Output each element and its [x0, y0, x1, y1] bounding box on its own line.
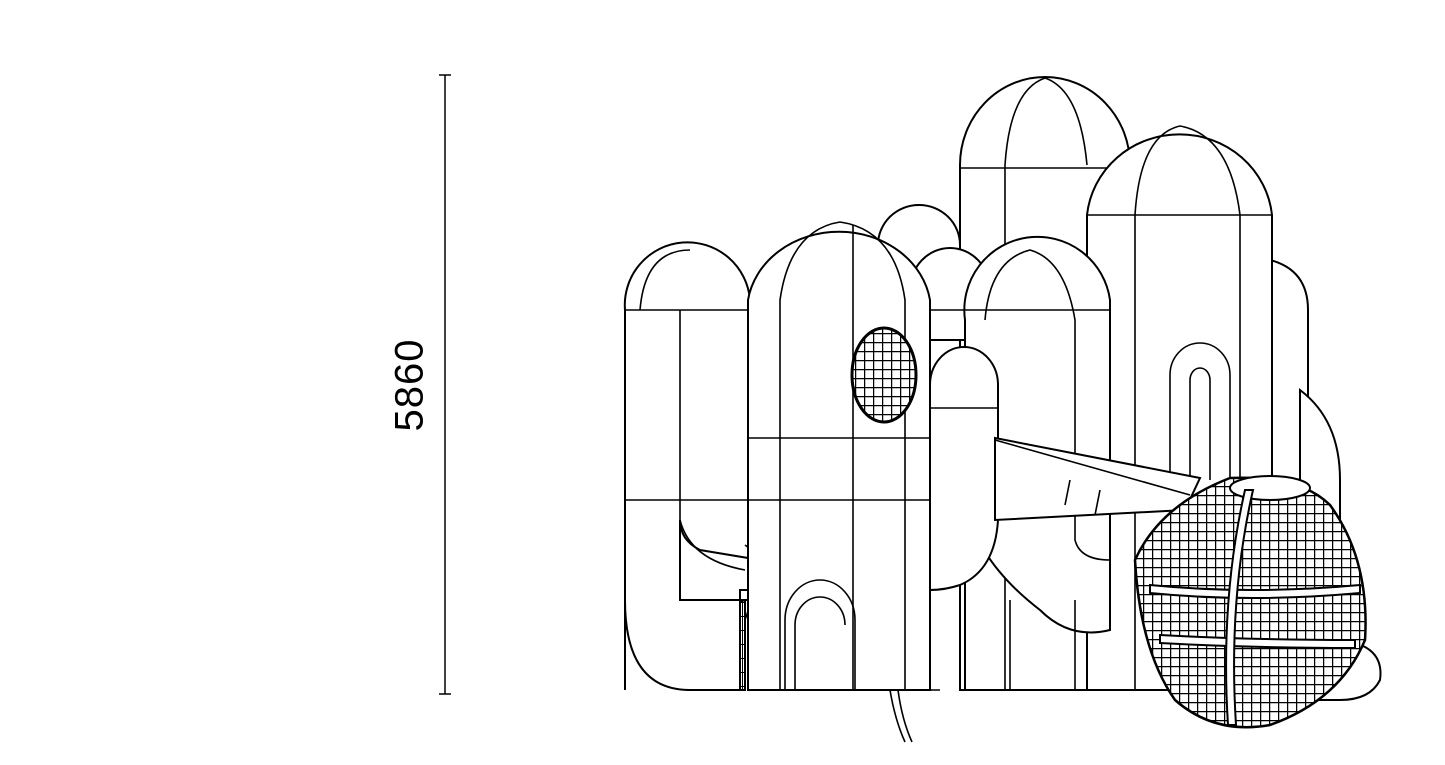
grid-window	[850, 326, 918, 424]
main-tower	[747, 230, 931, 691]
slide-rail	[994, 439, 1191, 516]
net-sphere-band	[1149, 583, 1361, 599]
tower-seam	[1004, 77, 1088, 690]
front-small-capsule	[929, 346, 999, 592]
rope	[889, 689, 913, 743]
height-dimension-label: 5860	[387, 338, 432, 432]
tower-opening-inner	[1189, 367, 1211, 480]
tower-opening	[1169, 342, 1231, 480]
net-sphere-rib	[1225, 489, 1255, 726]
tower-seam	[1134, 125, 1241, 690]
crawl-opening	[784, 579, 856, 690]
net-sphere-band	[1159, 633, 1356, 650]
net-sphere-top-ring	[1229, 475, 1311, 501]
tower-seam	[779, 221, 906, 690]
climbing-net-sphere	[1133, 476, 1367, 729]
height-dimension-line	[439, 74, 451, 695]
capsule-seam	[984, 249, 1111, 561]
